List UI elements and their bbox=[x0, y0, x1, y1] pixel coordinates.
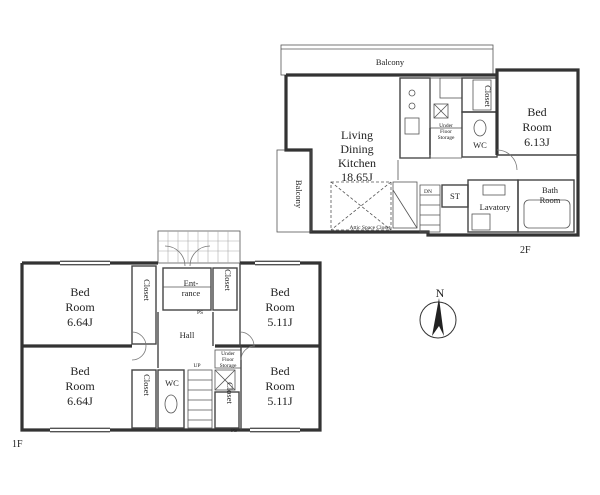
under-floor-1f-2: Floor bbox=[222, 357, 234, 363]
up-label: UP bbox=[193, 363, 200, 369]
living-label-2: Dining bbox=[340, 142, 373, 156]
closet-entrance-label: Closet bbox=[223, 269, 233, 291]
bed-nw-label-3: 6.64J bbox=[67, 315, 93, 329]
bed-se-label-1: Bed bbox=[270, 364, 289, 378]
under-floor-1f-3: Storage bbox=[220, 363, 237, 369]
bed-se-label-3: 5.11J bbox=[267, 394, 293, 408]
wc-1f-label: WC bbox=[165, 378, 179, 388]
compass-circle bbox=[419, 301, 457, 339]
attic-label: Attic Space Closet bbox=[350, 225, 391, 231]
living-label-1: Living bbox=[341, 128, 373, 142]
porch-tiles bbox=[157, 230, 241, 264]
closet-se-label: Closet bbox=[225, 382, 235, 404]
living-label-3: Kitchen bbox=[338, 156, 376, 170]
balcony-side-label: Balcony bbox=[294, 180, 304, 209]
bed-ne-label-2: Room bbox=[265, 300, 295, 314]
bed-nw-label-1: Bed bbox=[70, 285, 89, 299]
bed-sw-label-2: Room bbox=[65, 379, 95, 393]
stair-2f bbox=[419, 184, 441, 233]
bath-label-2: Room bbox=[540, 195, 561, 205]
balcony-side bbox=[276, 149, 312, 233]
living-label-4: 18.65J bbox=[341, 170, 373, 184]
under-floor-2f-3: Storage bbox=[438, 135, 455, 141]
bed-sw-label-1: Bed bbox=[70, 364, 89, 378]
closet-nw-label: Closet bbox=[142, 279, 152, 301]
compass-arrow-icon bbox=[432, 298, 444, 336]
bed-ne-label-1: Bed bbox=[270, 285, 289, 299]
bedroom-2f-label-3: 6.13J bbox=[524, 135, 550, 149]
floor2-outer-wall bbox=[284, 68, 580, 237]
floor2-label: 2F bbox=[520, 245, 531, 256]
lavatory-label: Lavatory bbox=[480, 202, 511, 212]
floor-1: Bed Room 6.64J Closet Bed Room 6.64J Clo… bbox=[12, 230, 322, 450]
hall-label: Hall bbox=[180, 330, 195, 340]
st-label: ST bbox=[450, 191, 461, 201]
floor-2: Balcony Balcony Living Dining Kitchen 18… bbox=[276, 44, 580, 256]
dn-label: DN bbox=[424, 189, 432, 195]
under-floor-2f-1: Under bbox=[439, 123, 453, 129]
bath-label-1: Bath bbox=[542, 185, 559, 195]
bedroom-2f-label-1: Bed bbox=[527, 105, 546, 119]
bed-se-label-2: Room bbox=[265, 379, 295, 393]
closet-sw-label: Closet bbox=[142, 374, 152, 396]
entrance-label-2: rance bbox=[182, 288, 201, 298]
stair-1f bbox=[187, 369, 213, 429]
ps-label-1: PS bbox=[197, 310, 203, 316]
under-floor-2f-2: Floor bbox=[440, 129, 452, 135]
ps-label-2: PS bbox=[231, 428, 237, 434]
bedroom-2f-label-2: Room bbox=[522, 120, 552, 134]
entrance-label-1: Ent- bbox=[184, 278, 199, 288]
balcony-top-label: Balcony bbox=[376, 57, 405, 67]
bed-ne-label-3: 5.11J bbox=[267, 315, 293, 329]
wc-2f-label: WC bbox=[473, 140, 487, 150]
compass-label: N bbox=[436, 286, 445, 300]
floor1-label: 1F bbox=[12, 439, 23, 450]
bed-nw-label-2: Room bbox=[65, 300, 95, 314]
closet-2f-label: Closet bbox=[483, 85, 493, 107]
compass: N bbox=[419, 286, 457, 339]
under-floor-1f-1: Under bbox=[221, 351, 235, 357]
bed-sw-label-3: 6.64J bbox=[67, 394, 93, 408]
